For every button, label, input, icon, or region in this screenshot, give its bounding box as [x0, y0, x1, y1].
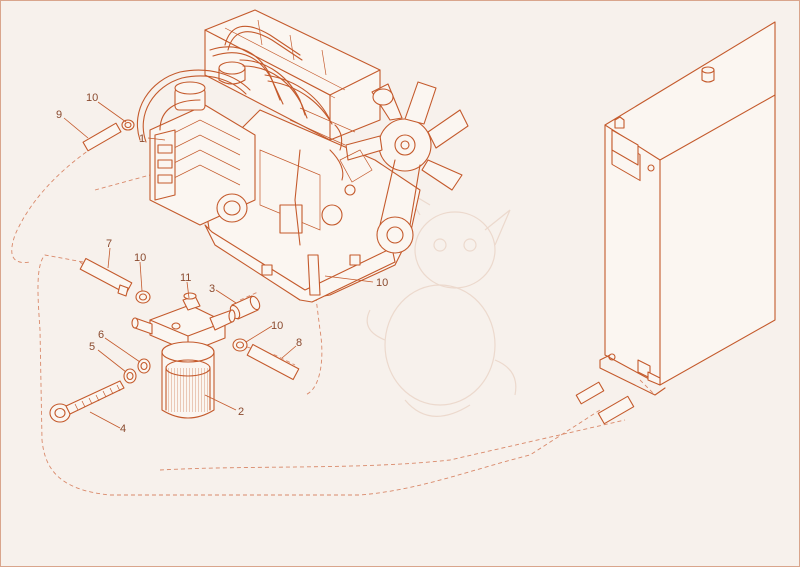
callout-9: 9 — [56, 109, 62, 121]
hose-7-end — [117, 284, 129, 297]
hose-8 — [246, 343, 300, 381]
callout-labels: 10 9 1 7 10 11 3 10 6 5 8 2 4 10 — [56, 92, 388, 435]
fuel-filter — [131, 292, 236, 419]
hose-clamp-top — [121, 119, 135, 131]
washer-5 — [123, 368, 137, 384]
callout-10-right: 10 — [271, 320, 283, 332]
callout-4: 4 — [120, 423, 126, 435]
engine-assembly — [136, 9, 469, 303]
hose-7 — [79, 257, 133, 295]
callout-3: 3 — [209, 283, 215, 295]
callout-10-middle: 10 — [134, 252, 146, 264]
callout-10-top: 10 — [86, 92, 98, 104]
callout-10-engine: 10 — [376, 277, 388, 289]
connector-3 — [229, 295, 261, 320]
callout-1: 1 — [139, 133, 145, 145]
bolt-4 — [49, 380, 125, 423]
washer-6 — [137, 358, 151, 374]
hose-clamp-right — [232, 338, 248, 352]
tank-hose-fittings — [575, 381, 635, 425]
fuel-tank — [599, 21, 776, 396]
callout-6: 6 — [98, 329, 104, 341]
callout-5: 5 — [89, 341, 95, 353]
callout-7: 7 — [106, 238, 112, 250]
hose-9 — [82, 122, 122, 152]
callout-2: 2 — [238, 406, 244, 418]
callout-11: 11 — [180, 272, 191, 284]
callout-8: 8 — [296, 337, 302, 349]
hose-clamp-middle — [135, 290, 151, 304]
leader-lines — [63, 101, 374, 429]
